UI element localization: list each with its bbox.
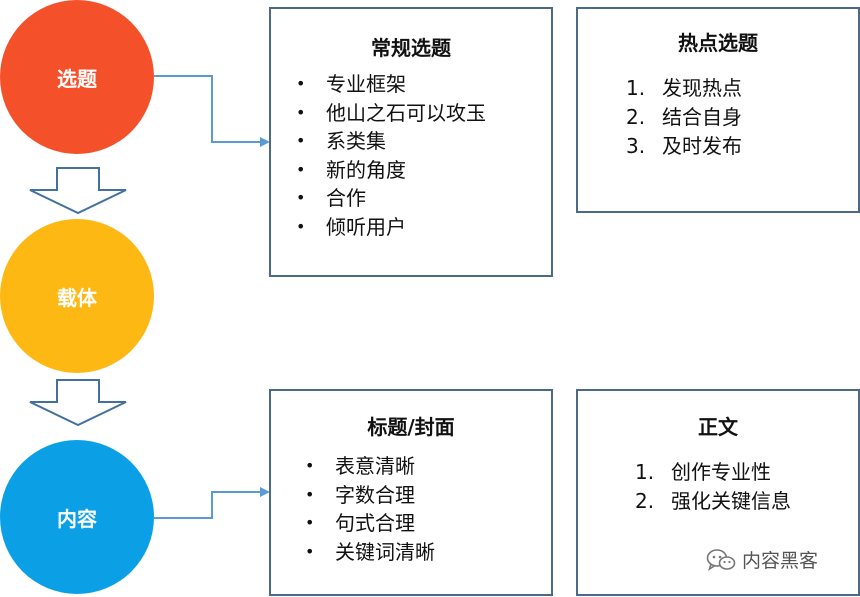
node-carrier: 载体 [0, 219, 154, 373]
list-item: •系类集 [296, 127, 551, 156]
node-content-label: 内容 [57, 506, 97, 531]
regular-topics-list: •专业框架 •他山之石可以攻玉 •系类集 •新的角度 •合作 •倾听用户 [296, 70, 551, 242]
list-item: 1.发现热点 [626, 76, 742, 100]
down-arrow-1 [29, 167, 127, 215]
bullet-icon: • [296, 216, 306, 236]
bullet-icon: • [305, 513, 315, 532]
body-text-list: 1.创作专业性 2.强化关键信息 [635, 458, 858, 516]
list-item: •字数合理 [305, 481, 551, 510]
watermark-text: 内容黑客 [742, 550, 819, 572]
bullet-icon: • [296, 159, 306, 179]
node-carrier-label: 载体 [57, 285, 97, 310]
node-topic: 选题 [0, 0, 154, 154]
bullet-icon: • [305, 456, 315, 475]
box-title-cover: 标题/封面 •表意清晰 •字数合理 •句式合理 •关键词清晰 [269, 389, 553, 596]
hot-topics-list: 1.发现热点 2.结合自身 3.及时发布 [626, 74, 858, 161]
box-hot-topics-title: 热点选题 [678, 31, 758, 55]
box-regular-topics: 常规选题 •专业框架 •他山之石可以攻玉 •系类集 •新的角度 •合作 •倾听用… [269, 7, 553, 277]
list-item: •合作 [296, 184, 551, 213]
list-item: •关键词清晰 [305, 538, 551, 567]
bullet-icon: • [296, 188, 306, 207]
list-item: 3.及时发布 [626, 134, 742, 158]
watermark: 内容黑客 [706, 546, 818, 573]
list-item: •表意清晰 [305, 452, 551, 481]
title-cover-list: •表意清晰 •字数合理 •句式合理 •关键词清晰 [305, 452, 551, 567]
list-item: •他山之石可以攻玉 [296, 99, 551, 128]
list-item: •倾听用户 [296, 213, 551, 242]
down-arrow-2 [29, 379, 127, 427]
connector-content-to-title-cover [154, 487, 270, 519]
list-item: 1.创作专业性 [635, 460, 771, 484]
node-topic-label: 选题 [57, 66, 97, 91]
bullet-icon: • [296, 102, 306, 122]
list-item: 2.强化关键信息 [635, 489, 791, 513]
box-title-cover-title: 标题/封面 [367, 415, 455, 439]
list-item: 2.结合自身 [626, 105, 742, 129]
bullet-icon: • [305, 541, 315, 561]
bullet-icon: • [296, 131, 306, 150]
box-regular-topics-title: 常规选题 [371, 36, 451, 60]
connector-topic-to-regular [154, 75, 270, 147]
wechat-icon [706, 548, 736, 571]
box-hot-topics: 热点选题 1.发现热点 2.结合自身 3.及时发布 [576, 7, 860, 213]
box-body-text-title: 正文 [698, 415, 738, 439]
bullet-icon: • [305, 484, 315, 504]
list-item: •新的角度 [296, 156, 551, 185]
list-item: •专业框架 [296, 70, 551, 99]
box-body-text: 正文 1.创作专业性 2.强化关键信息 [576, 389, 860, 596]
node-content: 内容 [0, 440, 154, 594]
list-item: •句式合理 [305, 509, 551, 538]
bullet-icon: • [296, 74, 306, 93]
